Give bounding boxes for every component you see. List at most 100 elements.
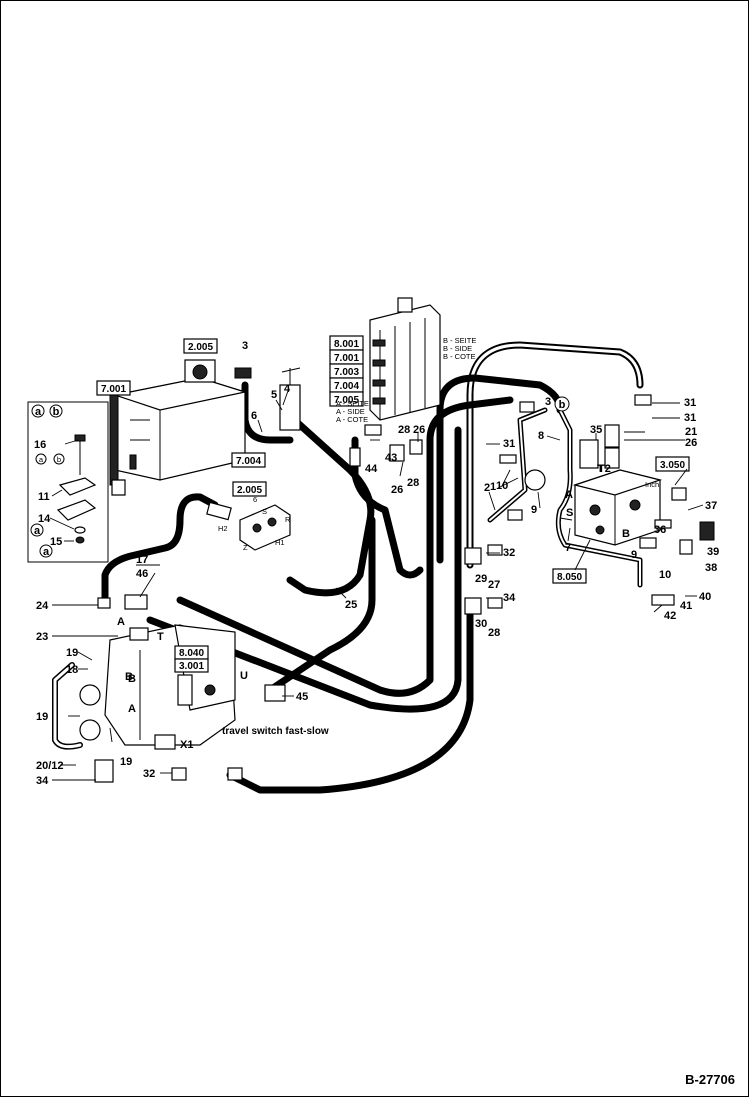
part-number: 27 [488,579,500,591]
part-number: 42 [664,610,676,622]
part-number: 30 [475,618,487,630]
ref-box: 2.005 [237,485,262,496]
ref-box: 2.005 [188,342,213,353]
misc-leaders [139,468,688,599]
part-number: 39 [707,546,719,558]
right-control-block [572,439,663,546]
part-number: 10 [659,569,671,581]
circled-letters: a b a b a a b [30,396,570,558]
port-label: B [128,673,136,685]
part-number: 28 [398,424,410,436]
ref-box: 8.040 [179,648,204,659]
part-number: 10 [496,480,508,492]
part-number: 28 [407,477,419,489]
part-number: 11 [38,491,50,503]
part-number: 15 [50,536,62,548]
part-number: 2 [484,482,490,494]
side-label: A - SEITE [336,399,369,408]
circle-letter: a [43,546,50,558]
part-number: 24 [36,600,49,612]
part-number: 9 [631,549,637,561]
port-label: B [622,528,630,540]
part-number: 19 [66,647,78,659]
part-number: 14 [38,513,51,525]
hose-lower-long [226,606,474,794]
part-number: 38 [705,562,717,574]
part-number: 8 [538,430,544,442]
ref-box: 7.003 [334,367,359,378]
part-number: 31 [684,412,696,424]
side-label: B - SIDE [443,344,472,353]
part-number: 17 [136,554,148,566]
circle-letter: b [57,455,61,464]
part-number: 9 [531,504,537,516]
reference-boxes [96,335,690,673]
hose-to-45 [266,516,376,694]
part-number: 4 [284,383,291,395]
travel-motor [79,624,236,750]
ref-box: 7.004 [334,381,359,392]
clamp-detail-inset [27,401,109,563]
part-number: 35 [590,424,602,436]
hose-main-diagonal-2 [146,426,462,713]
part-number: 31 [684,397,696,409]
part-number: 18 [66,664,78,676]
part-number: 44 [365,463,378,475]
part-number: 23 [36,631,48,643]
circle-letter: a [39,455,44,464]
part-number: 3 [545,396,551,408]
part-number: 32 [143,768,155,780]
circle-letter: b [559,399,566,411]
port-label: H2 [218,524,228,533]
hose-left-tank [101,493,219,604]
part-number: 26 [391,484,403,496]
part-number: 32 [503,547,515,559]
port-label: S [566,507,573,519]
port-label: X1 [180,739,193,751]
port-label: T [157,631,164,643]
part-number: 6 [251,410,257,422]
part-number: 28 [488,627,500,639]
travel-switch-label: travel switch fast-slow [222,726,329,737]
side-labels: B - SEITE B - SIDE B - COTE A - SEITE A … [336,336,476,424]
circle-letter: b [53,406,60,418]
part-number: 1 [490,481,496,493]
port-label: A [565,489,573,501]
hose-lines [52,341,644,794]
part-number: 5 [271,389,277,401]
port-label: H1 [275,538,285,547]
part-number: 3 [242,340,248,352]
circle-letter: a [35,406,42,418]
hydraulic-tank [109,359,248,496]
part-number: 34 [36,775,49,787]
hose-main-diagonal-1 [176,396,514,697]
part-number: 45 [296,691,308,703]
ref-box: 8.050 [557,572,582,583]
part-number: 46 [136,568,148,580]
pilot-valve [279,367,301,431]
side-label: A - SIDE [336,407,365,416]
side-label: B - COTE [443,352,476,361]
side-label: B - SEITE [443,336,476,345]
hose-valve-bank [351,436,424,579]
part-callouts: 1 2 3 3 4 5 6 7 8 9 9 10 10 11 16 14 15 … [34,340,719,787]
part-number: 20/12 [36,760,64,772]
fittings [94,367,715,783]
part-number: 41 [680,600,692,612]
port-label: U [240,670,248,682]
port-label: R [285,515,291,524]
port-label: T2 [598,463,611,475]
part-number: 29 [475,573,487,585]
part-number: 36 [654,524,666,536]
part-number: 43 [385,452,397,464]
port-label: B [125,671,133,683]
part-number: 19 [120,756,132,768]
part-number: 34 [503,592,516,604]
port-label: 6 [253,495,257,504]
part-number: 31 [503,438,515,450]
control-valve-bank [369,297,441,421]
port-label: Inch [645,480,659,489]
ref-box: 7.001 [101,384,126,395]
shuttle-valve [206,501,291,551]
